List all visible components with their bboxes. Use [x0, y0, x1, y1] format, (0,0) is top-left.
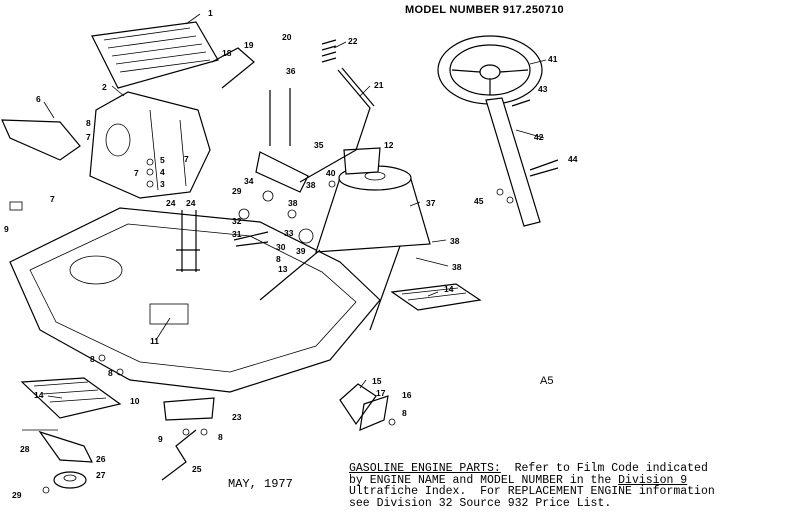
sheet-code: A5	[540, 375, 554, 387]
model-number-title: MODEL NUMBER 917.250710	[405, 4, 564, 16]
pedal-part	[339, 383, 389, 431]
callout-18: 18	[222, 48, 232, 58]
callout-1: 1	[208, 8, 213, 18]
hardware-parts	[9, 47, 396, 494]
seat-part	[91, 21, 219, 89]
callout-43: 43	[538, 84, 548, 94]
pulley-part	[22, 429, 94, 489]
seat-pedestal-part	[89, 91, 211, 199]
note-heading: GASOLINE ENGINE PARTS:	[349, 462, 501, 475]
callout-29b: 29	[12, 490, 22, 500]
callout-32: 32	[232, 216, 242, 226]
cover-part	[343, 147, 381, 175]
steering-wheel-part	[437, 35, 543, 105]
callout-8d: 8	[108, 368, 113, 378]
note-division: Division 9	[618, 473, 688, 487]
callout-3: 3	[160, 179, 165, 189]
brake-rod-part	[161, 429, 197, 481]
spring-part	[321, 39, 337, 63]
callout-28: 28	[20, 444, 30, 454]
callout-37: 37	[426, 198, 436, 208]
footrest-right-part	[390, 283, 482, 311]
callout-7b: 7	[134, 168, 139, 178]
callout-4: 4	[160, 167, 165, 177]
callout-6: 6	[36, 94, 41, 104]
callout-2: 2	[102, 82, 107, 92]
bracket-part	[163, 397, 215, 421]
callout-39: 39	[296, 246, 306, 256]
callout-8a: 8	[86, 118, 91, 128]
callout-8b: 8	[276, 254, 281, 264]
callout-36: 36	[286, 66, 296, 76]
callout-35: 35	[314, 140, 324, 150]
callout-24a: 24	[166, 198, 176, 208]
callout-38c: 38	[450, 236, 460, 246]
lift-lever-part	[299, 67, 375, 183]
callout-8f: 8	[402, 408, 407, 418]
callout-7d: 7	[50, 194, 55, 204]
callout-41: 41	[548, 54, 558, 64]
callout-29a: 29	[232, 186, 242, 196]
note-line1: Refer to Film Code indicated	[500, 462, 708, 475]
callout-44: 44	[568, 154, 578, 164]
note-line4: see Division 32 Source 932 Price List.	[349, 496, 612, 510]
callout-17: 17	[376, 388, 386, 398]
callout-22: 22	[348, 36, 358, 46]
callout-45: 45	[474, 196, 484, 206]
footrest-left-part	[20, 377, 122, 419]
note-line2: by ENGINE NAME and MODEL NUMBER in the	[349, 473, 619, 487]
callout-20: 20	[282, 32, 292, 42]
callout-40: 40	[326, 168, 336, 178]
callout-34: 34	[244, 176, 254, 186]
callout-14b: 14	[34, 390, 44, 400]
callout-27: 27	[96, 470, 106, 480]
callout-5: 5	[160, 155, 165, 165]
callout-21: 21	[374, 80, 384, 90]
callout-42: 42	[534, 132, 544, 142]
callout-13: 13	[278, 264, 288, 274]
callout-8e: 8	[218, 432, 223, 442]
callout-38b: 38	[288, 198, 298, 208]
leader-lines	[43, 13, 547, 399]
engine-parts-note: GASOLINE ENGINE PARTS: Refer to Film Cod…	[349, 463, 797, 509]
callout-16: 16	[402, 390, 412, 400]
callout-10: 10	[130, 396, 140, 406]
note-line3: Ultrafiche Index. For REPLACEMENT ENGINE…	[349, 485, 715, 498]
callout-33: 33	[284, 228, 294, 238]
callout-24b: 24	[186, 198, 196, 208]
callout-9a: 9	[4, 224, 9, 234]
callout-12: 12	[384, 140, 394, 150]
callout-38d: 38	[452, 262, 462, 272]
callout-15: 15	[372, 376, 382, 386]
pin-parts	[496, 99, 559, 204]
callout-25: 25	[192, 464, 202, 474]
callout-labels: 1 2 3 4 5 6 7 7 7 7 8 8 8 8 8 8 9 9 10 1…	[4, 8, 578, 500]
callout-23: 23	[232, 412, 242, 422]
callout-31: 31	[232, 229, 242, 239]
callout-11: 11	[150, 336, 159, 346]
callout-14a: 14	[444, 284, 454, 294]
revision-date: MAY, 1977	[228, 477, 293, 491]
callout-26: 26	[96, 454, 106, 464]
callout-7c: 7	[184, 154, 189, 164]
callout-30: 30	[276, 242, 286, 252]
callout-8c: 8	[90, 354, 95, 364]
main-frame-part	[9, 207, 381, 393]
rear-bracket-part	[1, 119, 81, 161]
callout-9b: 9	[158, 434, 163, 444]
callout-7a: 7	[86, 132, 91, 142]
callout-38a: 38	[306, 180, 316, 190]
callout-19: 19	[244, 40, 254, 50]
steering-column-part	[485, 97, 541, 227]
